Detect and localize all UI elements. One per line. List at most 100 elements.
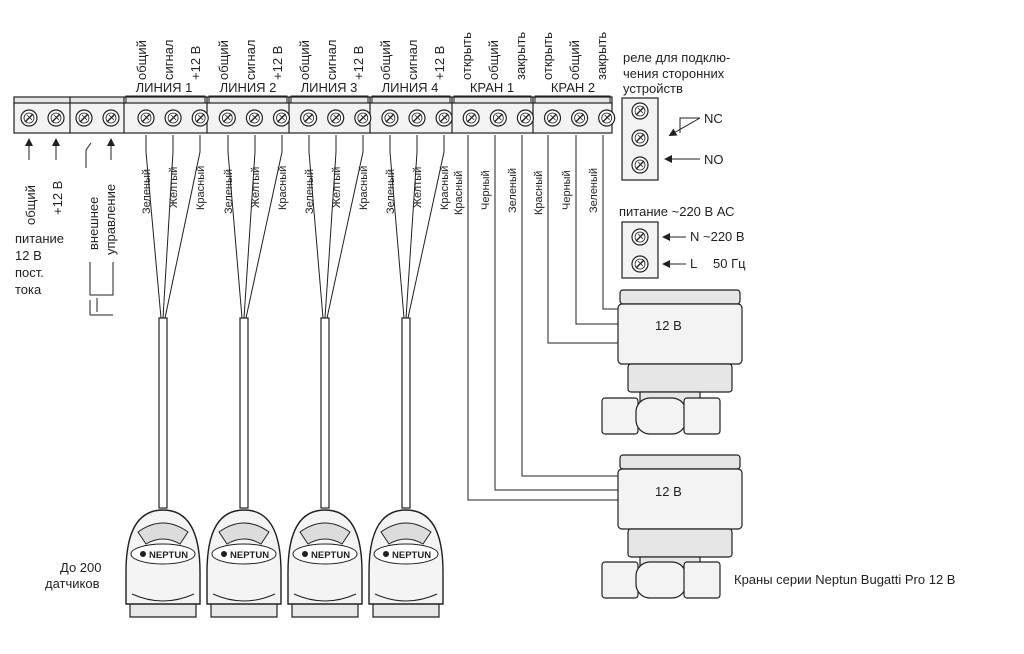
sensor-wire-label: Желтый bbox=[331, 167, 343, 208]
screw-terminal bbox=[20, 109, 38, 127]
screw-terminal bbox=[631, 255, 649, 273]
mains-block: питание ~220 В АС N ~220 В L 50 Гц bbox=[619, 204, 746, 279]
valve-upper: 12 В bbox=[601, 289, 743, 435]
sensors-caption-1: До 200 bbox=[60, 560, 101, 575]
screw-terminal bbox=[354, 109, 372, 127]
term-label: общий bbox=[297, 40, 312, 80]
valves-caption: Краны серии Neptun Bugatti Pro 12 В bbox=[734, 572, 955, 587]
screw-terminal bbox=[408, 109, 426, 127]
screw-terminal bbox=[543, 109, 562, 127]
group-title-valve1: КРАН 1 bbox=[470, 80, 514, 95]
term-label: сигнал bbox=[243, 40, 258, 81]
sensor-wire bbox=[162, 151, 174, 319]
valve-wire-label: Черный bbox=[561, 170, 573, 210]
term-label: +12 В bbox=[188, 46, 203, 80]
sensor-wire-label: Красный bbox=[439, 166, 451, 210]
screw-terminal bbox=[631, 129, 649, 147]
term-label: сигнал bbox=[405, 40, 420, 81]
term-label: сигнал bbox=[324, 40, 339, 81]
screw-terminal bbox=[164, 109, 182, 127]
relay-block: реле для подклю- чения сторонних устройс… bbox=[621, 50, 730, 181]
relay-nc-label: NC bbox=[704, 111, 723, 126]
screw-terminal bbox=[137, 109, 155, 127]
sensor-wire bbox=[308, 151, 324, 319]
sensor-cable bbox=[320, 317, 330, 509]
external-control: внешнее управление bbox=[85, 138, 118, 316]
valve-wire-label: Зеленый bbox=[507, 168, 519, 213]
term-label: +12 В bbox=[432, 46, 447, 80]
sensor-wire bbox=[389, 151, 405, 319]
screw-terminal bbox=[598, 109, 616, 127]
valve-lower-voltage: 12 В bbox=[655, 484, 682, 499]
power-12v-label: +12 В bbox=[50, 181, 65, 215]
mains-caption: питание ~220 В АС bbox=[619, 204, 735, 219]
screw-terminal bbox=[327, 109, 345, 127]
group-bracket bbox=[125, 95, 206, 103]
screw-terminal bbox=[631, 102, 649, 120]
mains-freq-label: 50 Гц bbox=[713, 256, 746, 271]
relay-caption-2: чения сторонних bbox=[623, 66, 725, 81]
screw-terminal bbox=[381, 109, 399, 127]
term-label: открыть bbox=[540, 32, 555, 80]
valve-wire-label: Черный bbox=[480, 170, 492, 210]
valve-wire-label: Красный bbox=[533, 171, 545, 215]
term-label: сигнал bbox=[161, 40, 176, 81]
ext-control-label-1: внешнее bbox=[86, 197, 101, 250]
sensor-wire bbox=[407, 151, 445, 319]
screw-terminal bbox=[631, 156, 649, 174]
ext-control-label-2: управление bbox=[103, 184, 118, 255]
term-label: общий bbox=[134, 40, 149, 80]
screw-terminal bbox=[47, 109, 65, 127]
mains-l-label: L bbox=[690, 256, 697, 271]
sensor-wire bbox=[324, 151, 337, 319]
sensor-wire-label: Красный bbox=[358, 166, 370, 210]
sensor-wire bbox=[227, 151, 243, 319]
relay-caption-1: реле для подклю- bbox=[623, 50, 730, 65]
screw-terminal bbox=[489, 109, 507, 127]
screw-terminal bbox=[218, 109, 236, 127]
group-title-line2: ЛИНИЯ 2 bbox=[220, 80, 277, 95]
sensor-wire bbox=[145, 151, 162, 319]
valve-wire-label: Зеленый bbox=[588, 168, 600, 213]
sensor-cable bbox=[158, 317, 168, 509]
power-input: общий +12 В питание 12 В пост. тока bbox=[15, 138, 65, 297]
sensor-cable bbox=[401, 317, 411, 509]
term-label: +12 В bbox=[351, 46, 366, 80]
sensor-brand: NEPTUN bbox=[149, 550, 188, 561]
term-label: общий bbox=[567, 40, 582, 80]
power-common-label: общий bbox=[23, 185, 38, 225]
power-caption-3: пост. bbox=[15, 265, 44, 280]
sensor-wires bbox=[145, 135, 445, 509]
screw-terminal bbox=[631, 228, 649, 246]
sensor-brand: NEPTUN bbox=[311, 550, 350, 561]
terminal-labels: общий сигнал +12 В общий сигнал +12 В об… bbox=[134, 32, 609, 80]
group-title-line4: ЛИНИЯ 4 bbox=[382, 80, 439, 95]
water-sensor: NEPTUN bbox=[206, 509, 282, 618]
mains-n-label: N ~220 В bbox=[690, 229, 745, 244]
sensor-wire-label: Желтый bbox=[250, 167, 262, 208]
sensors-caption-2: датчиков bbox=[45, 576, 100, 591]
sensor-cable bbox=[239, 317, 249, 509]
valve-wires bbox=[467, 135, 622, 501]
sensors: NEPTUN NEPTUN NEPTUN NEPTUN bbox=[125, 509, 444, 618]
screw-terminals bbox=[20, 109, 616, 127]
sensor-wire-label: Зеленый bbox=[223, 169, 235, 214]
screw-terminal bbox=[245, 109, 263, 127]
sensor-wire-label: Зеленый bbox=[141, 169, 153, 214]
sensor-brand: NEPTUN bbox=[392, 550, 431, 561]
screw-terminal bbox=[191, 109, 209, 127]
valve-upper-voltage: 12 В bbox=[655, 318, 682, 333]
group-bracket bbox=[534, 95, 611, 103]
power-caption-2: 12 В bbox=[15, 248, 42, 263]
term-label: закрыть bbox=[594, 32, 609, 80]
sensor-wire-labels: Зеленый Желтый Красный Зеленый Желтый Красный… bbox=[141, 166, 451, 214]
term-label: закрыть bbox=[513, 32, 528, 80]
power-caption-1: питание bbox=[15, 231, 64, 246]
valve-wire-labels: Красный Черный Зеленый Красный Черный Зе… bbox=[453, 168, 600, 215]
sensor-wire-label: Красный bbox=[195, 166, 207, 210]
sensor-wire-label: Зеленый bbox=[385, 169, 397, 214]
sensor-wire bbox=[243, 151, 256, 319]
group-bracket bbox=[290, 95, 369, 103]
screw-terminal bbox=[516, 109, 535, 127]
